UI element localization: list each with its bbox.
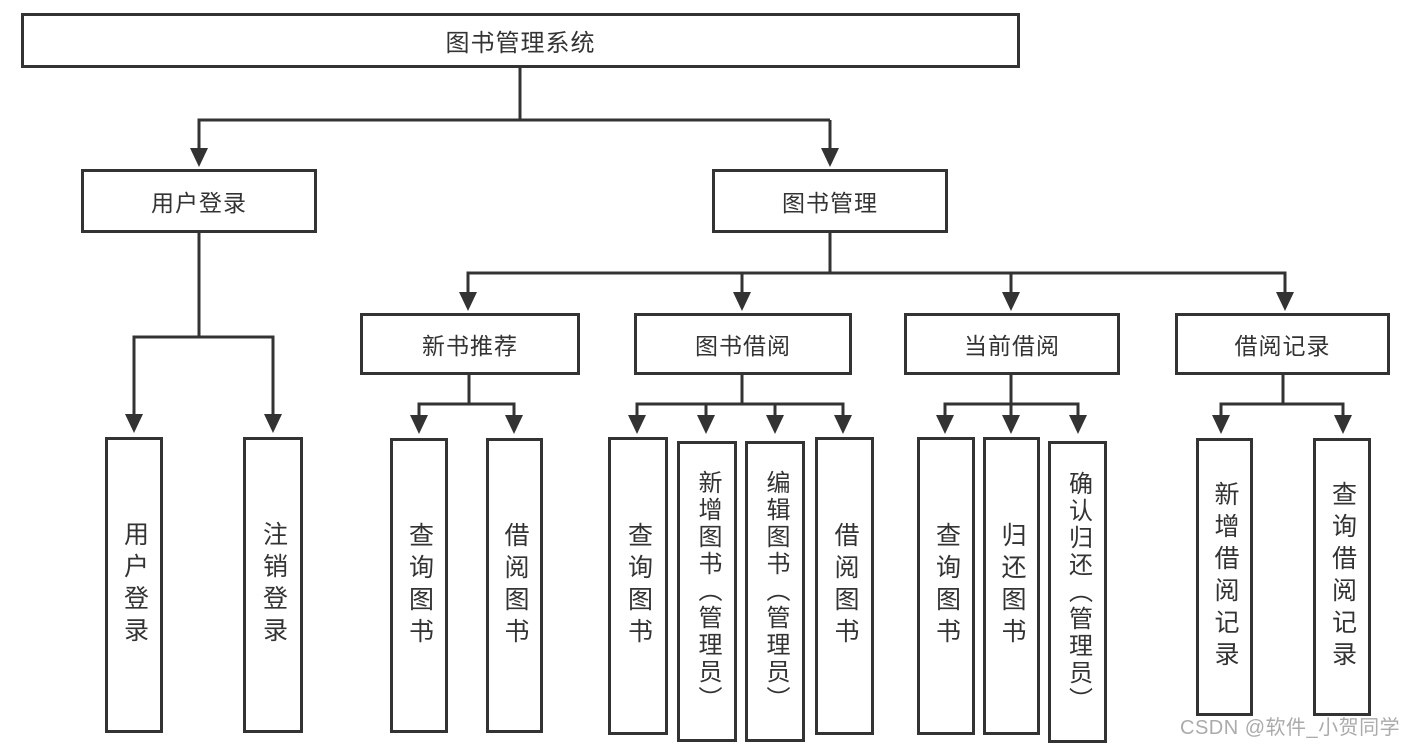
node-new-book-recommend: 新书推荐 <box>360 313 580 375</box>
leaf-add-books-admin: 新增图书（管理员） <box>677 441 737 742</box>
node-current-borrowing: 当前借阅 <box>904 313 1120 375</box>
node-label: 归还图书 <box>998 522 1026 650</box>
node-label: 编辑图书（管理员） <box>762 470 789 713</box>
node-label: 当前借阅 <box>964 333 1060 359</box>
leaf-borrow-books: 借阅图书 <box>815 437 874 735</box>
leaf-borrow-books-recommend: 借阅图书 <box>486 438 543 733</box>
connector-current-children <box>936 375 1087 434</box>
node-book-management: 图书管理 <box>712 169 948 233</box>
node-label: 图书管理 <box>782 190 878 216</box>
leaf-query-books-current: 查询图书 <box>917 437 975 735</box>
leaf-query-books-borrowing: 查询图书 <box>608 437 668 735</box>
node-label: 查询图书 <box>624 522 653 650</box>
node-label: 确认归还（管理员） <box>1064 470 1092 714</box>
node-label: 借阅图书 <box>501 521 529 650</box>
leaf-return-books: 归还图书 <box>983 437 1040 735</box>
connector-book-mgmt-children <box>459 233 1294 311</box>
connector-recommend-children <box>410 375 523 434</box>
node-label: 借阅图书 <box>831 522 859 650</box>
node-library-management-system: 图书管理系统 <box>21 13 1020 68</box>
leaf-edit-books-admin: 编辑图书（管理员） <box>745 441 805 742</box>
node-label: 图书借阅 <box>695 333 791 359</box>
node-label: 注销登录 <box>259 521 288 649</box>
node-label: 新书推荐 <box>422 333 518 359</box>
node-label: 查询图书 <box>405 521 434 650</box>
node-borrowing-records: 借阅记录 <box>1175 313 1390 375</box>
connector-borrow-children <box>628 375 852 434</box>
node-book-borrowing: 图书借阅 <box>634 313 852 375</box>
connector-root-to-level2 <box>190 68 839 167</box>
node-label: 借阅记录 <box>1234 333 1331 359</box>
node-label: 用户登录 <box>120 521 149 649</box>
leaf-logout: 注销登录 <box>243 437 303 733</box>
leaf-user-login: 用户登录 <box>105 437 163 733</box>
leaf-query-books-recommend: 查询图书 <box>390 438 448 733</box>
leaf-confirm-return-admin: 确认归还（管理员） <box>1048 441 1107 743</box>
connector-records-children <box>1212 375 1352 434</box>
node-label: 新增借阅记录 <box>1211 481 1239 673</box>
node-user-login: 用户登录 <box>81 169 317 233</box>
node-label: 查询借阅记录 <box>1328 481 1357 673</box>
node-label: 图书管理系统 <box>445 30 596 57</box>
leaf-query-borrow-record: 查询借阅记录 <box>1313 438 1371 716</box>
node-label: 新增图书（管理员） <box>694 470 721 713</box>
connector-user-login-children <box>125 233 282 433</box>
node-label: 查询图书 <box>932 522 961 650</box>
csdn-watermark: CSDN @软件_小贺同学 <box>1180 717 1401 739</box>
node-label: 用户登录 <box>151 190 247 216</box>
leaf-add-borrow-record: 新增借阅记录 <box>1196 438 1253 716</box>
